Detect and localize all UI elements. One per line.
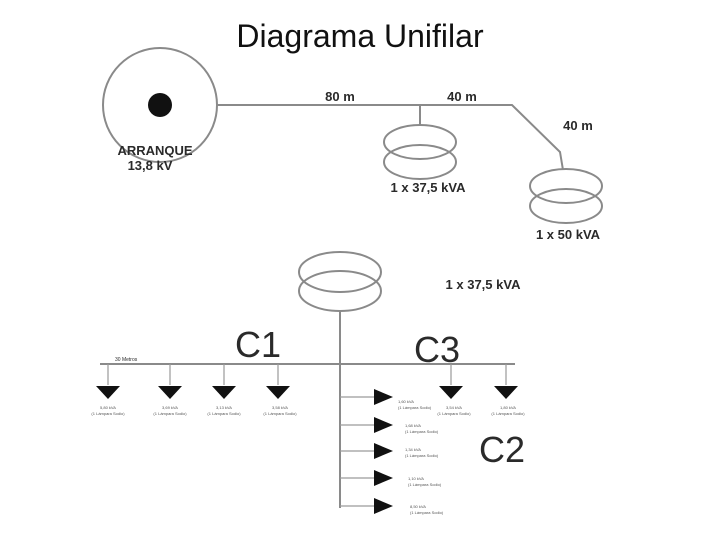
main-transformer-symbol bbox=[298, 251, 382, 312]
c3-load-1-value: 3,54 kVA bbox=[446, 405, 462, 410]
segment-1-length: 80 m bbox=[325, 89, 355, 104]
c3-load-1-desc: (1 Lámpara Sodio) bbox=[437, 411, 471, 416]
c1-load-4-marker bbox=[266, 386, 290, 399]
segment-3-length: 40 m bbox=[563, 118, 593, 133]
c2-load-5-value: 8,50 kVA bbox=[410, 504, 426, 509]
source-point bbox=[148, 93, 172, 117]
c2-label: C2 bbox=[479, 429, 525, 470]
c1-load-2-marker bbox=[158, 386, 182, 399]
c1-load-3-marker bbox=[212, 386, 236, 399]
c3-drops bbox=[450, 364, 507, 385]
c2-load-3-value: 1,34 kVA bbox=[405, 447, 421, 452]
slide-title: Diagrama Unifilar bbox=[236, 18, 484, 54]
main-transformer-label: 1 x 37,5 kVA bbox=[446, 277, 522, 292]
c2-load-2-desc: (1 Lámpara Sodio) bbox=[405, 429, 439, 434]
c1-label: C1 bbox=[235, 324, 281, 365]
c2-load-5-desc: (1 Lámpara Sodio) bbox=[410, 510, 444, 515]
c1-load-1-marker bbox=[96, 386, 120, 399]
c1-load-2-value: 3,69 kVA bbox=[162, 405, 178, 410]
c2-load-2-value: 1,68 kVA bbox=[405, 423, 421, 428]
transformer-2-symbol bbox=[529, 168, 603, 224]
transformer-2-label: 1 x 50 kVA bbox=[536, 227, 601, 242]
c2-load-1-value: 1,60 kVA bbox=[398, 399, 414, 404]
c1-load-4-value: 3,58 kVA bbox=[272, 405, 288, 410]
c1-drops bbox=[107, 364, 279, 385]
source-voltage: 13,8 kV bbox=[128, 158, 173, 173]
source-label: ARRANQUE bbox=[117, 143, 192, 158]
c1-bus-note: 30 Metros bbox=[115, 357, 138, 363]
c2-load-2-marker bbox=[374, 417, 393, 433]
c3-load-2-marker bbox=[494, 386, 518, 399]
c1-load-1-value: 5,80 kVA bbox=[100, 405, 116, 410]
c2-load-4-value: 1,10 kVA bbox=[408, 476, 424, 481]
c2-load-4-desc: (1 Lámpara Sodio) bbox=[408, 482, 442, 487]
c2-load-1-desc: (1 Lámpara Sodio) bbox=[398, 405, 432, 410]
c2-load-5-marker bbox=[374, 498, 393, 514]
c2-load-3-marker bbox=[374, 443, 393, 459]
c1-load-3-desc: (1 Lámpara Sodio) bbox=[207, 411, 241, 416]
segment-2-length: 40 m bbox=[447, 89, 477, 104]
c2-branches bbox=[340, 396, 374, 507]
c3-load-2-desc: (1 Lámpara Sodio) bbox=[491, 411, 525, 416]
transformer-1-label: 1 x 37,5 kVA bbox=[391, 180, 467, 195]
c1-load-4-desc: (1 Lámpara Sodio) bbox=[263, 411, 297, 416]
c2-load-1-marker bbox=[374, 389, 393, 405]
c2-load-3-desc: (1 Lámpara Sodio) bbox=[405, 453, 439, 458]
transformer-1-symbol bbox=[383, 124, 457, 180]
c3-load-2-value: 1,80 kVA bbox=[500, 405, 516, 410]
c3-label: C3 bbox=[414, 329, 460, 370]
c1-load-1-desc: (1 Lámpara Sodio) bbox=[91, 411, 125, 416]
c2-load-4-marker bbox=[374, 470, 393, 486]
c3-load-1-marker bbox=[439, 386, 463, 399]
c1-load-3-value: 3,13 kVA bbox=[216, 405, 232, 410]
feeder-line bbox=[217, 104, 564, 171]
c1-load-2-desc: (1 Lámpara Sodio) bbox=[153, 411, 187, 416]
